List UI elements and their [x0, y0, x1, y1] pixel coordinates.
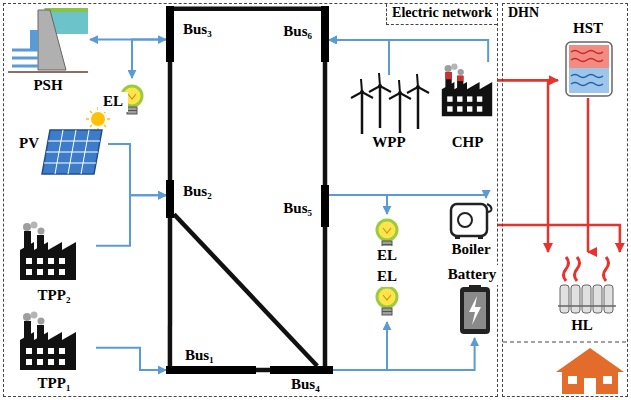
psh-icon: [8, 8, 88, 72]
plant-label: PSH: [6, 6, 90, 96]
network-region: DHN HST HL: [502, 3, 628, 397]
bus-label: Bus₆: [278, 22, 317, 42]
plant-label: TPP₂: [12, 220, 96, 306]
boiler-icon: [451, 204, 492, 239]
chp-icon: [442, 64, 492, 117]
bus-label: Bus₂: [178, 182, 217, 202]
dam-wall: [38, 10, 66, 70]
heat-flow-arrow: [497, 80, 548, 252]
component-label: EL: [98, 92, 128, 112]
bulb-icon: [377, 220, 397, 248]
transmission-line: [168, 62, 173, 180]
storage-label: HST: [558, 18, 618, 98]
component-label: HST: [568, 19, 608, 39]
load-label: EL: [96, 78, 146, 126]
penstock: [30, 30, 38, 50]
transmission-line: [174, 214, 317, 366]
hst-icon: [566, 42, 612, 96]
region-title: Electric network: [386, 4, 497, 25]
component-label: HL: [566, 316, 598, 336]
heat-load-label: HL: [538, 252, 626, 336]
plant-label: TPP₁: [12, 310, 96, 394]
transmission-line: [323, 227, 328, 366]
component-label: TPP₁: [33, 374, 76, 394]
bus-label: Bus₁: [180, 346, 219, 366]
plant-label: PV: [12, 108, 108, 180]
bus-bar: Bus₆: [321, 6, 329, 62]
load-label: EL: [366, 266, 408, 322]
power-flow-arrow: [329, 40, 389, 75]
lower-water: [12, 50, 38, 66]
heat-flow-arrow: [497, 225, 620, 252]
power-flow-arrow: [329, 40, 488, 62]
component-label: Battery: [443, 265, 501, 285]
component-label: PV: [14, 134, 44, 154]
transmission-line: [323, 62, 328, 185]
solar-panel: [42, 130, 102, 174]
component-label: EL: [372, 246, 402, 266]
bus-bar: Bus₃: [166, 6, 174, 62]
transmission-line: [168, 218, 173, 366]
component-label: PSH: [28, 76, 67, 96]
tpp-icon: [20, 222, 76, 281]
component-label: CHP: [447, 133, 489, 153]
bus-bar: Bus₄: [270, 366, 333, 374]
bus-bar: Bus₅: [321, 185, 329, 227]
region-title: DHN: [503, 4, 544, 24]
component-label: WPP: [367, 133, 410, 153]
plant-label: CHP: [438, 62, 497, 153]
bus-bar: Bus₁: [166, 366, 256, 374]
plant-label: WPP: [348, 75, 430, 153]
power-flow-arrow: [96, 348, 166, 370]
sun: [91, 112, 105, 126]
power-flow-arrow: [108, 144, 166, 195]
load-label: EL: [366, 214, 408, 266]
power-flow-arrow: [329, 195, 387, 214]
component-label: TPP₂: [33, 286, 76, 306]
pv-icon: [42, 107, 110, 174]
network-region: Electric networkPSH Bus₃ EL Bus₆ WPP CHP PV Bus…: [3, 3, 498, 397]
house-icon: [556, 348, 624, 394]
storage-label: Battery: [446, 264, 498, 338]
power-flow-arrow: [333, 338, 475, 370]
bus-label: Bus₃: [178, 20, 217, 40]
transmission-line: [256, 368, 270, 373]
power-flow-arrow: [132, 40, 166, 78]
wind-turbines: [351, 73, 429, 135]
bus-bar: Bus₂: [166, 180, 174, 218]
transmission-line: [174, 7, 321, 12]
battery-icon: [460, 283, 490, 334]
bus-label: Bus₄: [286, 375, 325, 395]
power-flow-arrow: [329, 195, 486, 198]
panel-grid: [44, 130, 100, 174]
power-flow-arrow: [333, 322, 387, 370]
ground: [8, 71, 88, 73]
component-label: EL: [372, 267, 402, 287]
boiler-label: Boiler: [445, 198, 497, 260]
power-flow-arrow: [96, 195, 166, 246]
tpp-icon: [20, 312, 76, 371]
bus-label: Bus₅: [278, 199, 317, 219]
component-label: Boiler: [446, 240, 495, 260]
region-divider: [503, 342, 627, 343]
hl-icon: [558, 257, 616, 313]
bulb-icon: [377, 287, 397, 315]
heat-flow-arrow: [587, 98, 590, 252]
